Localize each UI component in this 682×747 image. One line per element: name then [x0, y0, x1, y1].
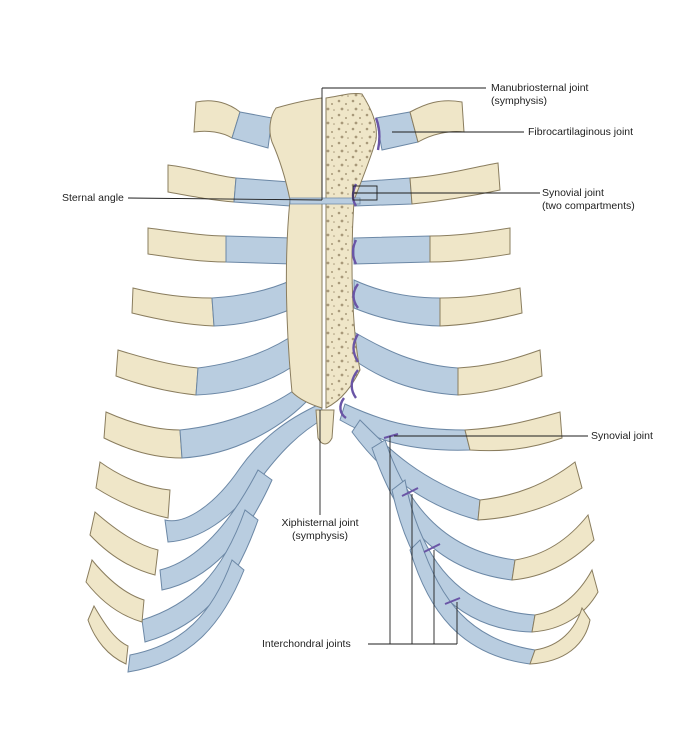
sternal-body — [285, 199, 323, 409]
leader-sternal-angle — [127, 197, 323, 201]
left-rib-3-cartilage — [225, 235, 293, 265]
label-synovial-joint-two-compartments: Synovial joint (two compartments) — [542, 187, 635, 213]
left-rib-2-cartilage — [233, 177, 291, 207]
label-xiphisternal-joint: Xiphisternal joint (symphysis) — [268, 517, 372, 543]
left-costal-cartilages — [127, 403, 326, 673]
interchondral-mark-3 — [423, 543, 441, 553]
label-sternal-angle: Sternal angle — [62, 192, 124, 205]
right-ribs — [353, 100, 599, 665]
label-sternal-angle-text: Sternal angle — [62, 192, 124, 204]
joint-rib-3 — [351, 239, 358, 265]
left-costal-cartilage-9 — [141, 509, 259, 643]
right-costal-cartilages — [339, 403, 536, 665]
label-manubriosternal-line2: (symphysis) — [491, 95, 548, 107]
joint-rib-1 — [374, 117, 381, 151]
left-rib-10-bone — [87, 604, 129, 665]
right-rib-4-cartilage — [353, 279, 441, 327]
joint-rib-4 — [352, 283, 359, 309]
leader-lines — [127, 87, 588, 645]
interchondral-mark-4 — [444, 597, 461, 605]
right-rib-5-cartilage — [353, 331, 459, 396]
right-rib-3-cartilage — [353, 235, 431, 265]
manubrium — [269, 97, 323, 201]
label-manubriosternal-joint: Manubriosternal joint (symphysis) — [491, 82, 588, 108]
sternum — [269, 93, 377, 445]
left-rib-6-bone — [103, 411, 183, 459]
label-synovial-text: Synovial joint — [591, 430, 653, 442]
label-synovial-two-line2: (two compartments) — [542, 200, 635, 212]
right-rib-5-bone — [457, 349, 543, 396]
right-rib-8-bone — [511, 513, 595, 581]
left-rib-4-bone — [131, 287, 215, 327]
right-rib-9-bone — [531, 568, 599, 633]
label-xiphisternal-line1: Xiphisternal joint — [281, 517, 359, 529]
label-xiphisternal-line2: (symphysis) — [291, 530, 348, 542]
left-rib-8-bone — [89, 511, 159, 576]
left-ribs — [85, 100, 307, 665]
sternum-section — [325, 93, 377, 409]
label-interchondral-joints: Interchondral joints — [262, 638, 351, 651]
manubriosternal-disc — [289, 197, 361, 205]
left-rib-5-cartilage — [195, 331, 303, 396]
left-rib-5-bone — [115, 349, 199, 396]
right-rib-4-bone — [439, 287, 523, 327]
right-rib-2-cartilage — [353, 177, 413, 207]
interchondral-mark-2 — [401, 487, 419, 497]
joint-rib-6 — [350, 369, 359, 399]
right-rib-6-bone — [464, 411, 563, 452]
right-rib-3-bone — [429, 227, 511, 263]
label-synovial-joint: Synovial joint — [591, 430, 653, 443]
right-rib-7-bone — [477, 461, 583, 521]
synovial-two-box — [352, 185, 378, 201]
left-costal-cartilage-7 — [164, 403, 326, 543]
label-synovial-two-line1: Synovial joint — [542, 187, 604, 199]
left-rib-2-bone — [167, 164, 237, 203]
left-rib-3-bone — [147, 227, 227, 263]
left-rib-9-bone — [85, 558, 145, 623]
left-rib-1-bone — [193, 100, 241, 139]
right-rib-2-bone — [409, 162, 501, 205]
left-rib-7-bone — [95, 461, 171, 519]
right-rib-10-bone — [529, 606, 591, 665]
joint-rib-5 — [352, 333, 360, 363]
interchondral-joint-marks — [383, 433, 461, 605]
label-manubriosternal-line1: Manubriosternal joint — [491, 82, 589, 94]
xiphoid-process — [315, 409, 335, 445]
right-rib-1-bone — [409, 100, 465, 143]
label-fibrocartilaginous-joint: Fibrocartilaginous joint — [528, 126, 633, 139]
left-rib-1-cartilage — [231, 111, 273, 149]
left-rib-4-cartilage — [211, 279, 295, 327]
interchondral-mark-1 — [383, 433, 399, 439]
label-interchondral-text: Interchondral joints — [262, 638, 351, 650]
joint-rib-7 — [339, 397, 347, 419]
label-fibrocartilaginous-line1: Fibrocartilaginous joint — [528, 126, 634, 138]
left-costal-cartilage-10 — [127, 559, 245, 673]
